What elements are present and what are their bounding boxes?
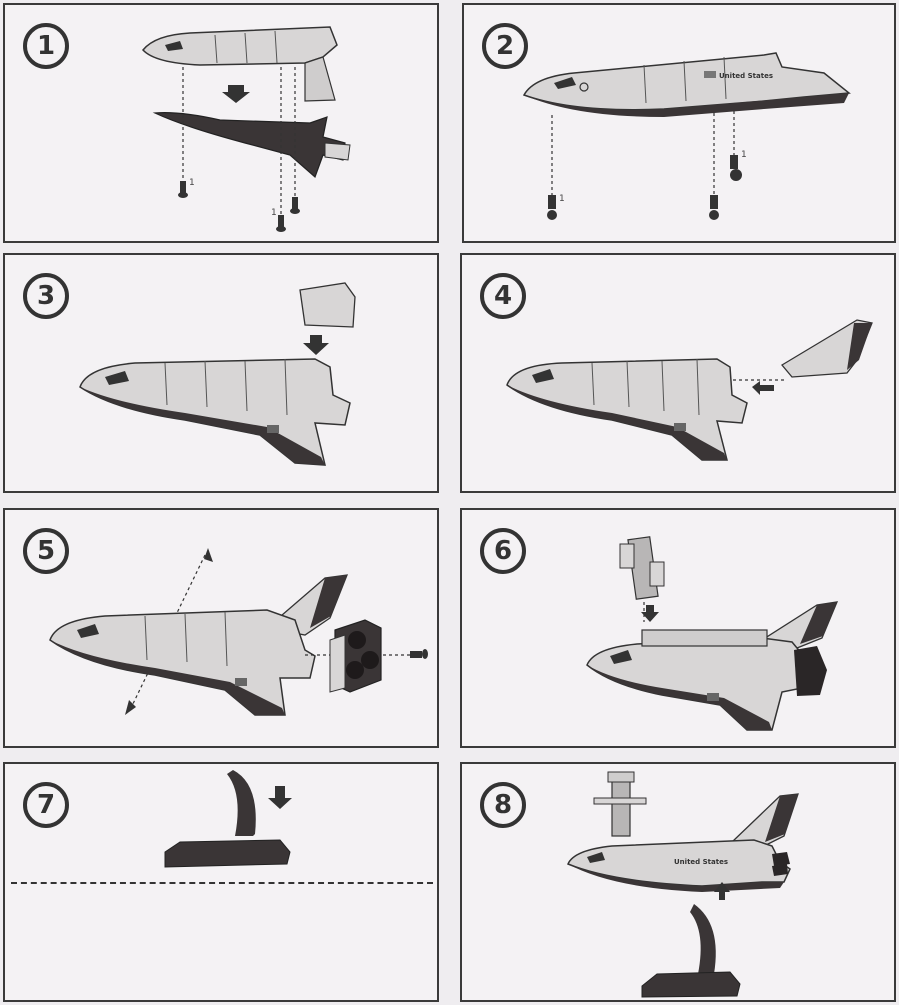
screw-icon: [410, 649, 428, 659]
landing-gear-icon: [730, 155, 742, 181]
separator-line: [11, 882, 433, 884]
svg-text:1: 1: [189, 178, 195, 188]
step-panel-8: 8 United States: [460, 762, 896, 1002]
step-number-6: 6: [480, 528, 526, 574]
payload-module-icon: [619, 536, 665, 600]
step-panel-5: 5: [3, 508, 439, 748]
step-2-illustration: United States 1 1: [522, 52, 851, 220]
step-8-illustration: United States: [567, 771, 799, 998]
step-3-illustration: [79, 282, 356, 466]
svg-text:1: 1: [271, 208, 277, 218]
step-4-illustration: [506, 319, 873, 461]
step-number-1: 1: [23, 23, 69, 69]
svg-text:United States: United States: [674, 858, 728, 866]
step-number-5: 5: [23, 528, 69, 574]
screw-icon: [276, 215, 286, 232]
step-panel-7: 7: [3, 762, 439, 1002]
display-stand-icon: [641, 904, 741, 998]
screw-icon: [178, 181, 188, 198]
step-panel-4: 4: [460, 253, 896, 493]
payload-module-icon: [593, 771, 647, 837]
landing-gear-icon: [709, 195, 719, 220]
step-number-3: 3: [23, 273, 69, 319]
svg-text:1: 1: [741, 150, 747, 160]
engine-nozzle-icon: [794, 646, 827, 696]
step-number-8: 8: [480, 782, 526, 828]
step-7-illustration: [164, 770, 292, 868]
step-panel-3: 3: [3, 253, 439, 493]
step-number-2: 2: [482, 23, 528, 69]
step-number-4: 4: [480, 273, 526, 319]
step-panel-6: 6: [460, 508, 896, 748]
landing-gear-icon: [547, 195, 557, 220]
step-1-illustration: 1 1: [142, 26, 351, 232]
svg-text:1: 1: [559, 194, 565, 204]
screw-icon: [290, 197, 300, 214]
step-6-illustration: [586, 536, 839, 731]
svg-text:United States: United States: [719, 72, 773, 80]
step-5-illustration: [49, 548, 428, 716]
step-number-7: 7: [23, 782, 69, 828]
engine-block-icon: [329, 619, 382, 693]
display-stand-icon: [164, 770, 291, 868]
step-panel-2: 2 United States 1 1: [462, 3, 896, 243]
engine-nozzle-icon: [772, 852, 790, 876]
step-panel-1: 1 1 1: [3, 3, 439, 243]
